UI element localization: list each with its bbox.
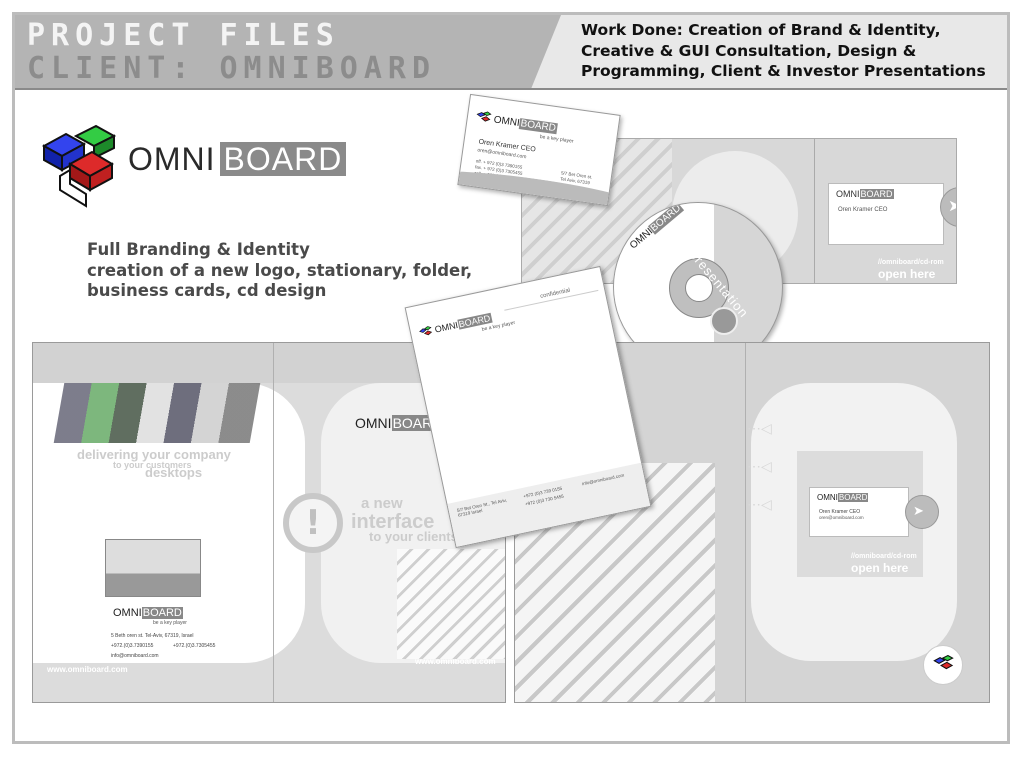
right-folder-open-here: open here [851, 561, 909, 575]
logo-omni: OMNI [128, 140, 216, 177]
folder-left-phone: +972.(0)3.7390155 [111, 643, 154, 649]
rf-card-title: CEO [849, 509, 861, 515]
header-divider [15, 88, 1007, 90]
folder-left-address: 5 Beth oren st. Tel-Aviv, 67319, Israel [111, 633, 194, 639]
delivering-line1: delivering your company [77, 447, 231, 462]
header-title: PROJECT FILES CLIENT: OMNIBOARD [27, 19, 436, 85]
title-client: CLIENT: OMNIBOARD [27, 51, 437, 86]
lh-omni: OMNI [433, 319, 459, 335]
new-line2: interface [351, 511, 435, 533]
card-tagline: be a key player [539, 134, 574, 145]
cd-disc-hole [685, 274, 713, 302]
folder-left-omni: OMNI [113, 607, 142, 619]
omniboard-cube-icon [41, 124, 117, 208]
cd-disc-icon [710, 307, 738, 335]
cd-folder-card-logo: OMNIBOARD [836, 189, 894, 199]
cd-folder-card-name: Oren Kramer CEO [838, 207, 887, 213]
card-cube-icon [476, 111, 492, 122]
work-done-text: Work Done: Creation of Brand & Identity,… [581, 21, 986, 80]
folder-left-url: www.omniboard.com [47, 665, 128, 674]
exclamation-icon: ! [283, 493, 343, 553]
cd-folder-arrow-icon: ➤ [948, 196, 956, 216]
cd-card-board: BOARD [859, 189, 894, 199]
computer-image [105, 539, 201, 597]
rf-card-omni: OMNI [817, 493, 838, 502]
cd-card-omni: OMNI [836, 189, 860, 199]
folder-left-fax: +972.(0)3.7305455 [173, 643, 216, 649]
folder-left-board: BOARD [141, 607, 183, 619]
omniboard-wordmark: OMNI BOARD [128, 140, 347, 177]
right-folder-card-logo: OMNIBOARD [817, 493, 869, 502]
folder-left-email: info@omniboard.com [111, 653, 159, 659]
cd-folder-url: //omniboard/cd-rom [878, 259, 944, 266]
folder-left-tagline: be a key player [153, 620, 187, 626]
card-omni: OMNI [492, 114, 521, 129]
letterhead-cube-icon [419, 326, 433, 336]
delivering-line3: desktops [145, 465, 203, 480]
keyboards-image [53, 383, 261, 443]
cd-card-name: Oren Kramer [838, 207, 873, 213]
right-folder-arrow-icon: ➤ [913, 503, 924, 518]
letterhead: OMNIBOARD be a key player confidential 5… [404, 265, 652, 549]
logo-board: BOARD [219, 142, 347, 176]
new-line1: a new [361, 495, 403, 512]
folder-right-url: www.omniboard.com [415, 657, 496, 666]
branding-description: Full Branding & Identity creation of a n… [87, 240, 472, 302]
delivering-line2: to your customers [113, 460, 192, 470]
business-card: OMNIBOARD be a key player Oren Kramer CE… [457, 93, 621, 207]
desc-line2: creation of a new logo, stationary, fold… [87, 260, 473, 280]
new-line3: to your clients [369, 529, 458, 544]
card-person-title: CEO [520, 144, 537, 154]
right-folder-tab[interactable] [905, 495, 939, 529]
card-board: BOARD [518, 118, 558, 135]
cd-folder-divider [814, 139, 815, 283]
page-header: PROJECT FILES CLIENT: OMNIBOARD Work Don… [15, 15, 1007, 89]
right-arrows-icon: ⋯◁⋯◁⋯◁ [747, 420, 772, 512]
cd-folder-open-here: open here [878, 267, 936, 281]
rf-card-board: BOARD [837, 493, 869, 502]
desc-line3: business cards, cd design [87, 281, 327, 300]
rf-card-name: Oren Kramer [819, 509, 848, 515]
right-folder-card-name: Oren Kramer CEO [819, 509, 860, 515]
work-done-box: Work Done: Creation of Brand & Identity,… [531, 15, 1007, 89]
keyboard-perspective-image [397, 549, 505, 659]
folder-left-logo: OMNIBOARD [113, 607, 183, 619]
right-folder-divider [745, 343, 746, 702]
title-project-files: PROJECT FILES [27, 18, 340, 53]
folder-divider [273, 343, 274, 702]
badge-cube-icon [933, 655, 954, 670]
right-folder-card [809, 487, 909, 537]
right-folder-url: //omniboard/cd-rom [851, 553, 917, 560]
omniboard-main-logo: OMNI BOARD [40, 120, 430, 210]
right-folder-cube-badge [923, 645, 963, 685]
desc-line1: Full Branding & Identity [87, 240, 310, 259]
folder-right-omni: OMNI [355, 415, 392, 431]
right-folder-card-email: oren@omniboard.com [819, 515, 864, 520]
cd-card-title: CEO [874, 207, 888, 213]
card-logo: OMNIBOARD [492, 114, 558, 135]
